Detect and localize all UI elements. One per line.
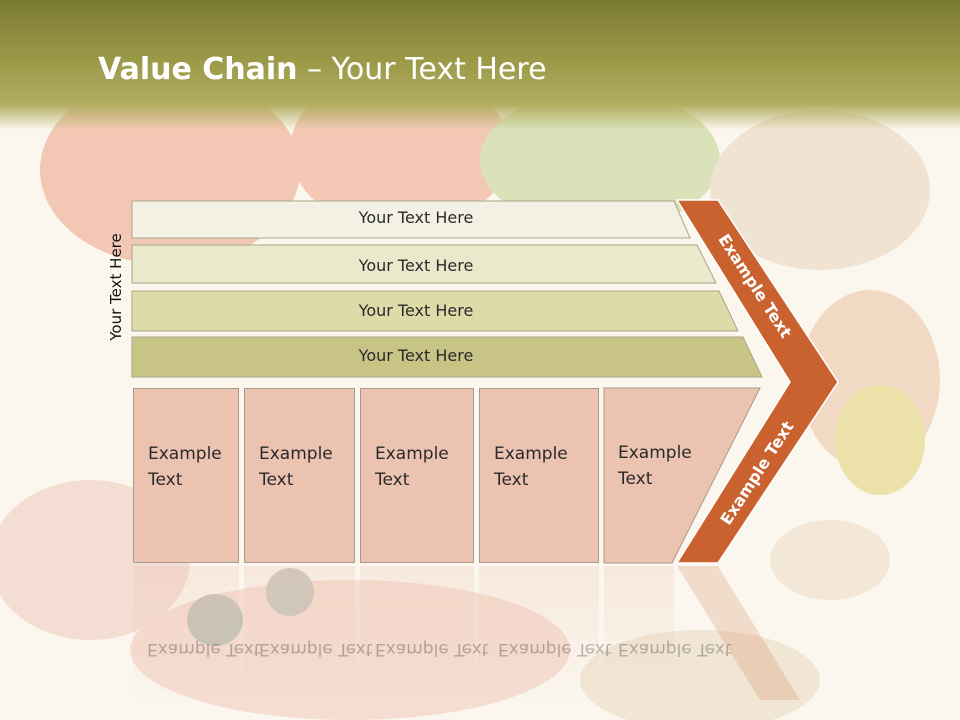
- title-bold-part: Value Chain: [98, 52, 298, 87]
- chevron-arrow: [675, 199, 839, 564]
- box-2-reflection: [244, 566, 355, 706]
- activity-box-1: Example Text: [133, 388, 239, 563]
- activity-box-3-label: Example Text: [375, 444, 449, 490]
- box-2-reflection-text: Example Text: [259, 639, 373, 659]
- slide-title: Value Chain – Your Text Here: [98, 52, 547, 87]
- activity-box-4: Example Text: [479, 388, 599, 563]
- box-5-reflection: [604, 566, 674, 706]
- row-2-label: Your Text Here: [358, 256, 474, 275]
- box-1-reflection-text: Example Text: [147, 639, 261, 659]
- box-4-reflection: [479, 566, 599, 706]
- row-3-label: Your Text Here: [358, 301, 474, 320]
- activity-box-2-label: Example Text: [259, 444, 333, 490]
- last-box-shape: [603, 387, 761, 564]
- box-4-reflection-text: Example Text: [498, 639, 612, 659]
- activity-box-5-label: Example Text: [618, 443, 692, 489]
- box-1-reflection: [133, 566, 239, 706]
- title-bar: [0, 0, 960, 130]
- row-3-shape: [131, 290, 739, 332]
- activity-box-2: Example Text: [244, 388, 355, 563]
- row-1-shape: [131, 200, 691, 239]
- activity-box-3: Example Text: [360, 388, 474, 563]
- row-2-shape: [131, 244, 717, 284]
- box-3-reflection-text: Example Text: [375, 639, 489, 659]
- activity-box-4-label: Example Text: [494, 444, 568, 490]
- title-rest-part: – Your Text Here: [297, 52, 547, 87]
- activity-box-1-label: Example Text: [148, 444, 222, 490]
- chevron-reflection: [677, 566, 800, 700]
- row-1-label: Your Text Here: [358, 208, 474, 227]
- box-3-reflection: [360, 566, 474, 706]
- row-4-label: Your Text Here: [358, 346, 474, 365]
- box-5-reflection-text: Example Text: [618, 639, 732, 659]
- row-4-shape: [131, 336, 763, 378]
